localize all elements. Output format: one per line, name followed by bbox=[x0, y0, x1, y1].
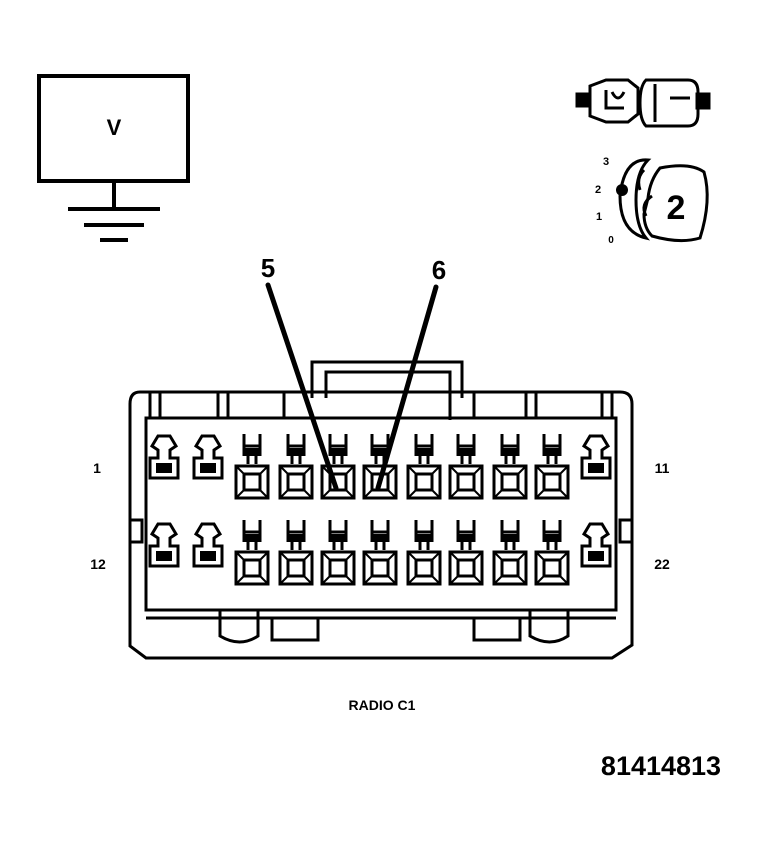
ignition-position-2: 2 bbox=[595, 184, 601, 196]
voltmeter-icon bbox=[37, 74, 190, 242]
pin-label-11: 11 bbox=[655, 460, 670, 476]
cavity-13 bbox=[192, 522, 224, 568]
ignition-switch-icon bbox=[616, 158, 709, 243]
voltmeter-label: V bbox=[107, 115, 122, 140]
connector-cavities bbox=[148, 434, 612, 586]
cavity-1 bbox=[148, 434, 180, 480]
cavity-19 bbox=[448, 520, 484, 586]
cavity-17 bbox=[362, 520, 398, 586]
pin-label-1: 1 bbox=[93, 460, 101, 476]
callout-5-leader bbox=[265, 282, 339, 491]
cavity-22 bbox=[580, 522, 612, 568]
cavity-18 bbox=[406, 520, 442, 586]
connector-body bbox=[128, 360, 634, 660]
cavity-6 bbox=[362, 434, 398, 500]
cavity-16 bbox=[320, 520, 356, 586]
cavity-10 bbox=[534, 434, 570, 500]
ground-symbol-icon bbox=[68, 207, 160, 242]
connector-name: RADIO C1 bbox=[349, 697, 416, 713]
cavity-4 bbox=[278, 434, 314, 500]
callout-5: 5 bbox=[261, 253, 275, 283]
cavity-2 bbox=[192, 434, 224, 480]
callout-leaders bbox=[265, 282, 439, 491]
cavity-3 bbox=[234, 434, 270, 500]
pin-label-22: 22 bbox=[654, 556, 670, 572]
cavity-7 bbox=[406, 434, 442, 500]
ignition-position-3: 3 bbox=[603, 156, 609, 168]
figure-id: 81414813 bbox=[601, 751, 721, 781]
pin-label-12: 12 bbox=[90, 556, 106, 572]
cavity-15 bbox=[278, 520, 314, 586]
cavity-11 bbox=[580, 434, 612, 480]
callout-6-leader bbox=[375, 284, 439, 491]
cavity-9 bbox=[492, 434, 528, 500]
ignition-position-1: 1 bbox=[596, 211, 602, 223]
cavity-20 bbox=[492, 520, 528, 586]
callout-6: 6 bbox=[432, 255, 446, 285]
disconnect-connector-icon bbox=[575, 78, 711, 128]
cavity-8 bbox=[448, 434, 484, 500]
cavity-12 bbox=[148, 522, 180, 568]
cavity-14 bbox=[234, 520, 270, 586]
ignition-selected-position: 2 bbox=[667, 189, 686, 227]
cavity-21 bbox=[534, 520, 570, 586]
ignition-position-0: 0 bbox=[608, 235, 614, 246]
